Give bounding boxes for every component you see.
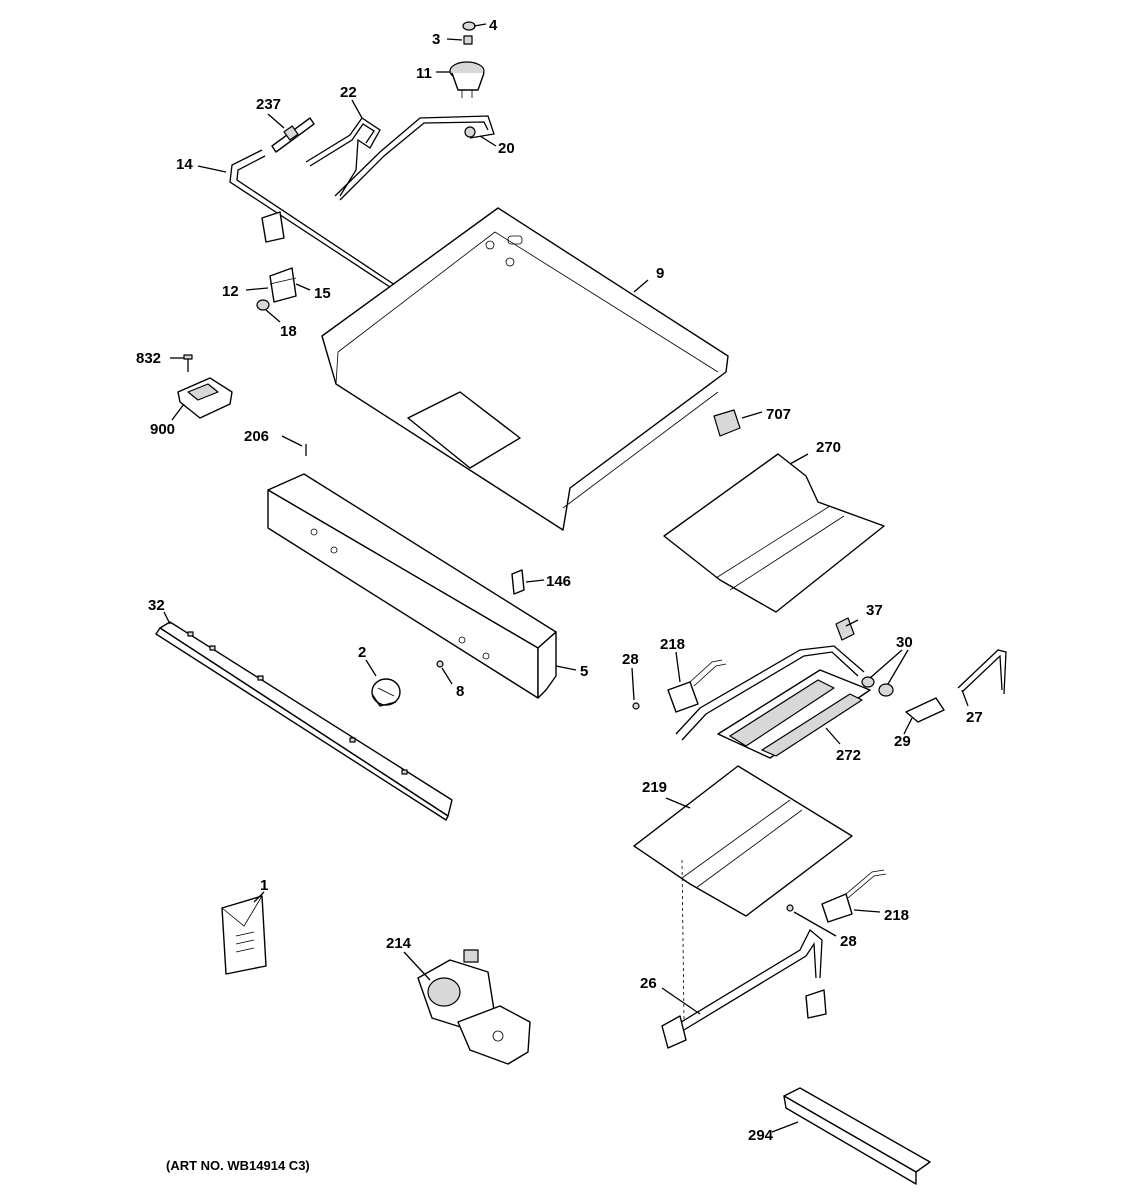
part-clip-707 bbox=[713, 409, 741, 437]
callout-18: 18 bbox=[280, 323, 297, 340]
callout-5: 5 bbox=[580, 663, 588, 680]
callout-1: 1 bbox=[260, 877, 268, 894]
part-bracket-900 bbox=[177, 377, 233, 419]
callout-4: 4 bbox=[489, 17, 498, 34]
callout-labels: 4 3 11 237 22 20 14 9 12 15 18 832 900 7… bbox=[136, 17, 983, 1144]
callout-9: 9 bbox=[656, 265, 664, 282]
part-manifold-panel-5 bbox=[267, 473, 557, 699]
part-valve-214 bbox=[417, 949, 531, 1065]
part-literature-1 bbox=[221, 895, 267, 975]
part-baffle-219 bbox=[633, 765, 853, 917]
part-screw-3 bbox=[463, 35, 473, 45]
part-igniter-218-upper bbox=[667, 659, 727, 713]
callout-219: 219 bbox=[642, 779, 667, 796]
callout-29: 29 bbox=[894, 733, 911, 750]
callout-270: 270 bbox=[816, 439, 841, 456]
callout-11: 11 bbox=[416, 65, 432, 82]
part-screw-28-lower bbox=[786, 904, 794, 912]
callout-2: 2 bbox=[358, 644, 366, 661]
part-screw-28-upper bbox=[632, 702, 640, 710]
part-shield-270 bbox=[663, 453, 885, 613]
part-igniter-218-lower bbox=[821, 869, 887, 923]
callout-14: 14 bbox=[176, 156, 193, 173]
callout-832: 832 bbox=[136, 350, 161, 367]
part-fitting-237 bbox=[271, 117, 315, 153]
callout-27: 27 bbox=[966, 709, 983, 726]
callout-37: 37 bbox=[866, 602, 883, 619]
callout-28-lower: 28 bbox=[840, 933, 857, 950]
part-tube-22 bbox=[305, 117, 381, 197]
callout-26: 26 bbox=[640, 975, 657, 992]
part-elbow-29 bbox=[905, 697, 945, 723]
callout-206: 206 bbox=[244, 428, 269, 445]
callout-900: 900 bbox=[150, 421, 175, 438]
callout-8: 8 bbox=[456, 683, 464, 700]
part-clip-146 bbox=[511, 569, 525, 595]
callout-218-lower: 218 bbox=[884, 907, 909, 924]
part-trim-32 bbox=[155, 621, 453, 821]
callout-12: 12 bbox=[222, 283, 239, 300]
art-number-caption: (ART NO. WB14914 C3) bbox=[166, 1158, 310, 1173]
leader-lines bbox=[163, 23, 969, 1133]
part-tube-27 bbox=[957, 649, 1007, 695]
part-nut-4 bbox=[462, 21, 476, 31]
part-fitting-30 bbox=[861, 676, 894, 697]
callout-707: 707 bbox=[766, 406, 791, 423]
part-screw-832 bbox=[183, 354, 193, 372]
callout-214: 214 bbox=[386, 935, 412, 952]
callout-28-upper: 28 bbox=[622, 651, 639, 668]
callout-218-upper: 218 bbox=[660, 636, 685, 653]
part-burner-272 bbox=[675, 645, 871, 759]
callout-22: 22 bbox=[340, 84, 357, 101]
callout-20: 20 bbox=[498, 140, 515, 157]
callout-272: 272 bbox=[836, 747, 861, 764]
part-burner-tube-26 bbox=[661, 859, 827, 1049]
part-knob-2 bbox=[371, 678, 401, 707]
part-tube-20 bbox=[334, 115, 495, 201]
part-burner-11 bbox=[449, 61, 485, 98]
callout-294: 294 bbox=[748, 1127, 774, 1144]
part-clip-37 bbox=[835, 617, 855, 641]
callout-146: 146 bbox=[546, 573, 571, 590]
part-trim-294 bbox=[783, 1087, 931, 1185]
part-bracket-15 bbox=[261, 211, 297, 303]
callout-30: 30 bbox=[896, 634, 913, 651]
part-nut-18 bbox=[256, 299, 270, 311]
part-burner-box-9 bbox=[321, 207, 729, 531]
callout-32: 32 bbox=[148, 597, 165, 614]
callout-3: 3 bbox=[432, 31, 440, 48]
callout-237: 237 bbox=[256, 96, 281, 113]
part-screw-8 bbox=[436, 660, 444, 668]
callout-15: 15 bbox=[314, 285, 331, 302]
part-manifold-14 bbox=[229, 149, 429, 313]
